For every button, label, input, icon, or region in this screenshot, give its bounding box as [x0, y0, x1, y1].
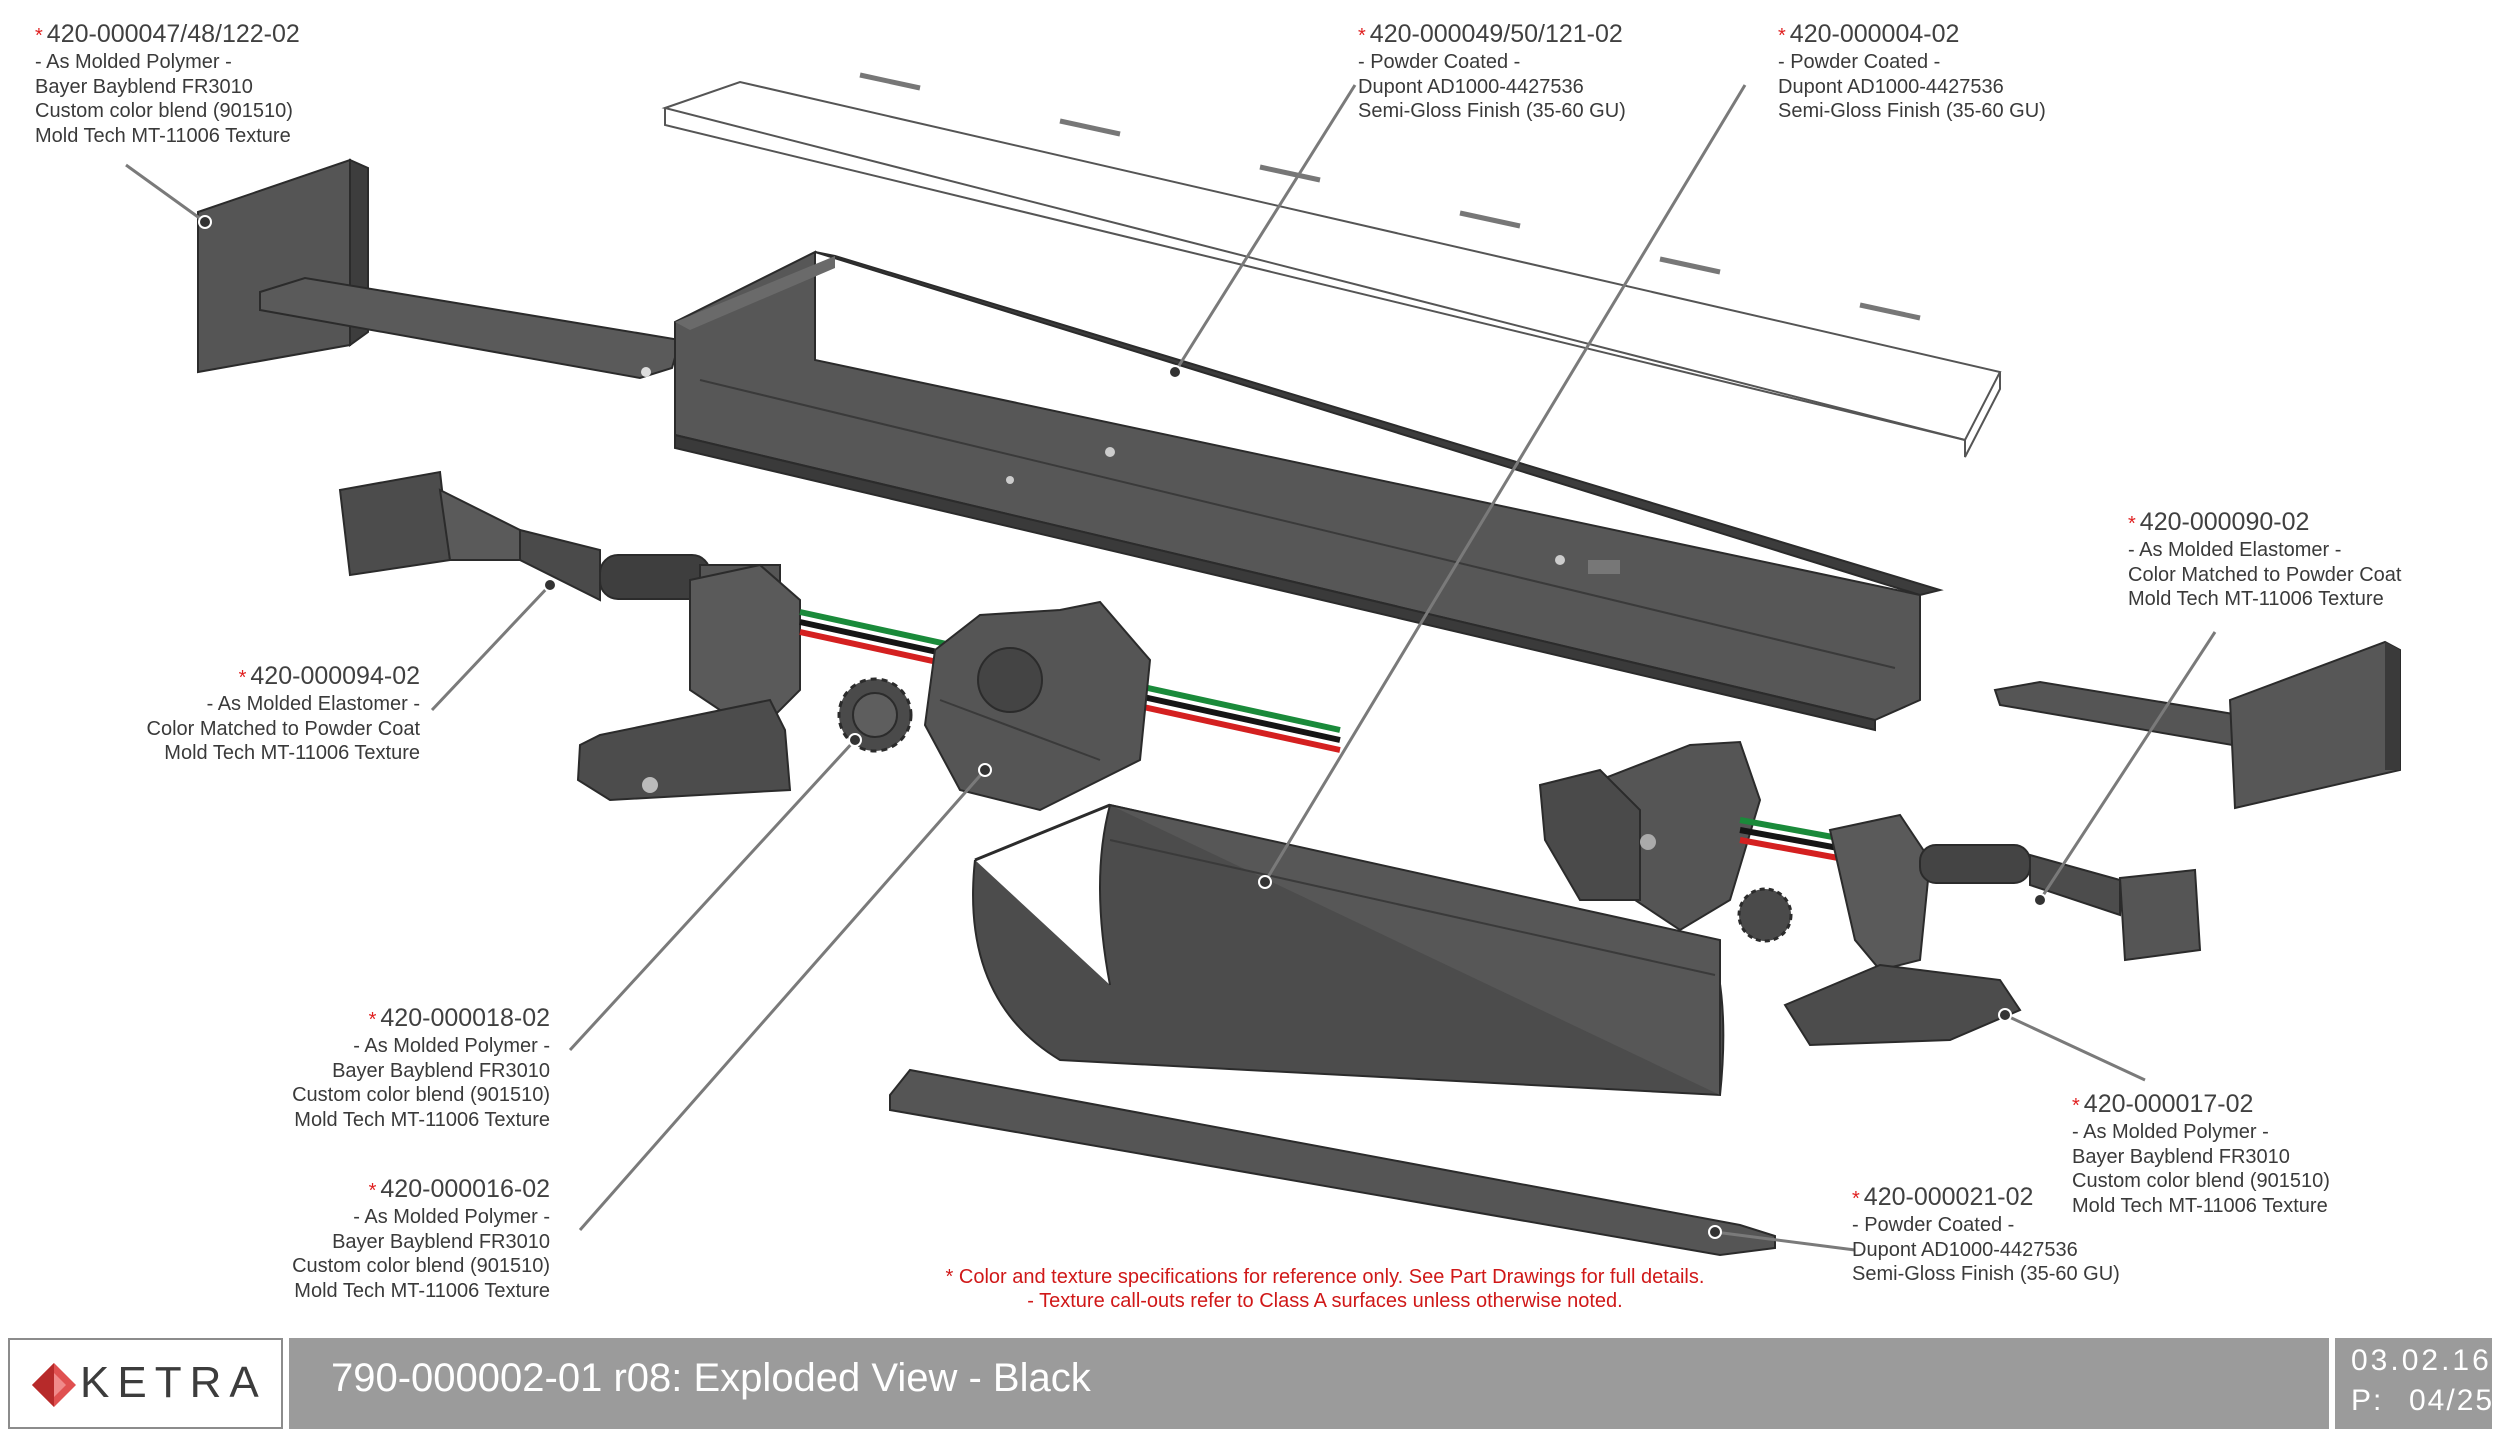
asterisk: *	[238, 667, 247, 689]
callout-main-housing: *420-000049/50/121-02 - Powder Coated - …	[1358, 20, 1626, 124]
page-label: P:	[2351, 1384, 2384, 1417]
spec-line: Mold Tech MT-11006 Texture	[2072, 1194, 2328, 1217]
reference-note: * Color and texture specifications for r…	[800, 1265, 1850, 1313]
note-line-1: * Color and texture specifications for r…	[945, 1266, 1705, 1288]
spec-line: Color Matched to Powder Coat	[2128, 563, 2402, 586]
bottom-rail	[889, 1068, 1776, 1257]
spec-line: Custom color blend (901510)	[2072, 1170, 2330, 1192]
spec-line: - As Molded Elastomer -	[2128, 539, 2342, 561]
title-strip: 790-000002-01 r08: Exploded View - Black	[289, 1338, 2329, 1429]
spec-line: - As Molded Polymer -	[353, 1035, 550, 1057]
spec-line: Mold Tech MT-11006 Texture	[294, 1279, 550, 1302]
spec-line: Bayer Bayblend FR3010	[35, 75, 253, 98]
page-number: 04/25	[2409, 1384, 2495, 1417]
callout-pivot-housing: *420-000016-02 - As Molded Polymer - Bay…	[200, 1175, 550, 1303]
spec-line: Mold Tech MT-11006 Texture	[35, 124, 291, 147]
part-number: *420-000049/50/121-02	[1358, 20, 1623, 48]
page-indicator: P: 04/25	[2351, 1384, 2492, 1418]
part-number: *420-000094-02	[238, 662, 420, 690]
ketra-logo-mark-icon	[32, 1363, 76, 1407]
callout-bottom-rail: *420-000021-02 - Powder Coated - Dupont …	[1852, 1183, 2120, 1287]
leader-lines	[125, 84, 2217, 1252]
asterisk: *	[2072, 1095, 2080, 1117]
spec-line: Semi-Gloss Finish (35-60 GU)	[1852, 1263, 2120, 1285]
spec-line: Semi-Gloss Finish (35-60 GU)	[1778, 100, 2046, 122]
spec-line: Dupont AD1000-4427536	[1358, 75, 1584, 98]
drawing-title: 790-000002-01 r08: Exploded View - Black	[331, 1356, 1091, 1400]
spec-line: Dupont AD1000-4427536	[1778, 75, 2004, 98]
leader-dots	[198, 215, 2047, 1239]
right-mount-bracket	[1783, 813, 2022, 1047]
left-end-cap	[197, 158, 682, 380]
asterisk: *	[368, 1009, 377, 1031]
callout-gear: *420-000018-02 - As Molded Polymer - Bay…	[200, 1004, 550, 1132]
title-block: KETRA 790-000002-01 r08: Exploded View -…	[8, 1338, 2492, 1429]
spec-line: Semi-Gloss Finish (35-60 GU)	[1358, 100, 1626, 122]
asterisk: *	[1778, 25, 1786, 47]
spec-line: Bayer Bayblend FR3010	[332, 1059, 550, 1082]
callout-mount-bracket: *420-000017-02 - As Molded Polymer - Bay…	[2072, 1090, 2330, 1218]
spec-line: - As Molded Elastomer -	[206, 693, 420, 715]
part-number: *420-000017-02	[2072, 1090, 2254, 1118]
asterisk: *	[945, 1266, 959, 1288]
left-gear	[837, 677, 913, 753]
part-number: *420-000047/48/122-02	[35, 20, 300, 48]
note-line-2: - Texture call-outs refer to Class A sur…	[1027, 1290, 1623, 1312]
right-pivot-housing	[1538, 740, 1762, 932]
callout-right-elastomer: *420-000090-02 - As Molded Elastomer - C…	[2128, 508, 2401, 612]
spec-line: Mold Tech MT-11006 Texture	[294, 1108, 550, 1131]
drawing-date: 03.02.16	[2351, 1344, 2492, 1377]
part-number: *420-000090-02	[2128, 508, 2310, 536]
asterisk: *	[35, 25, 43, 47]
right-connector-assembly	[1919, 844, 2202, 962]
callout-end-cap: *420-000047/48/122-02 - As Molded Polyme…	[35, 20, 300, 148]
spec-line: - As Molded Polymer -	[2072, 1121, 2269, 1143]
right-gear	[1737, 887, 1793, 943]
left-pivot-housing	[923, 600, 1152, 812]
spec-line: Custom color blend (901510)	[292, 1084, 550, 1106]
callout-left-elastomer: *420-000094-02 - As Molded Elastomer - C…	[80, 662, 420, 766]
logo-box: KETRA	[8, 1338, 283, 1429]
part-number: *420-000016-02	[368, 1175, 550, 1203]
asterisk: *	[1358, 25, 1366, 47]
spec-line: Mold Tech MT-11006 Texture	[2128, 588, 2384, 610]
spec-line: - As Molded Polymer -	[353, 1206, 550, 1228]
spec-line: Dupont AD1000-4427536	[1852, 1238, 2078, 1261]
asterisk: *	[1852, 1188, 1860, 1210]
right-end-cap	[1993, 640, 2401, 810]
meta-box: 03.02.16 P: 04/25	[2335, 1338, 2492, 1429]
main-housing-channel	[674, 250, 1944, 732]
lens-diffuser	[661, 72, 2002, 458]
logo-text: KETRA	[80, 1358, 267, 1407]
spec-line: Mold Tech MT-11006 Texture	[164, 742, 420, 764]
spec-line: Color Matched to Powder Coat	[146, 717, 420, 740]
asterisk: *	[368, 1180, 377, 1202]
spec-line: - Powder Coated -	[1358, 51, 1521, 73]
spec-line: Custom color blend (901510)	[35, 100, 293, 122]
spec-line: Bayer Bayblend FR3010	[332, 1230, 550, 1253]
left-mount-bracket	[576, 563, 801, 802]
spec-line: - Powder Coated -	[1778, 51, 1941, 73]
part-number: *420-000004-02	[1778, 20, 1960, 48]
part-number: *420-000018-02	[368, 1004, 550, 1032]
spec-line: Custom color blend (901510)	[292, 1255, 550, 1277]
spec-line: - As Molded Polymer -	[35, 51, 232, 73]
spec-line: - Powder Coated -	[1852, 1214, 2015, 1236]
callout-bottom-housing: *420-000004-02 - Powder Coated - Dupont …	[1778, 20, 2046, 124]
asterisk: *	[2128, 513, 2136, 535]
spec-line: Bayer Bayblend FR3010	[2072, 1145, 2290, 1168]
part-number: *420-000021-02	[1852, 1183, 2034, 1211]
